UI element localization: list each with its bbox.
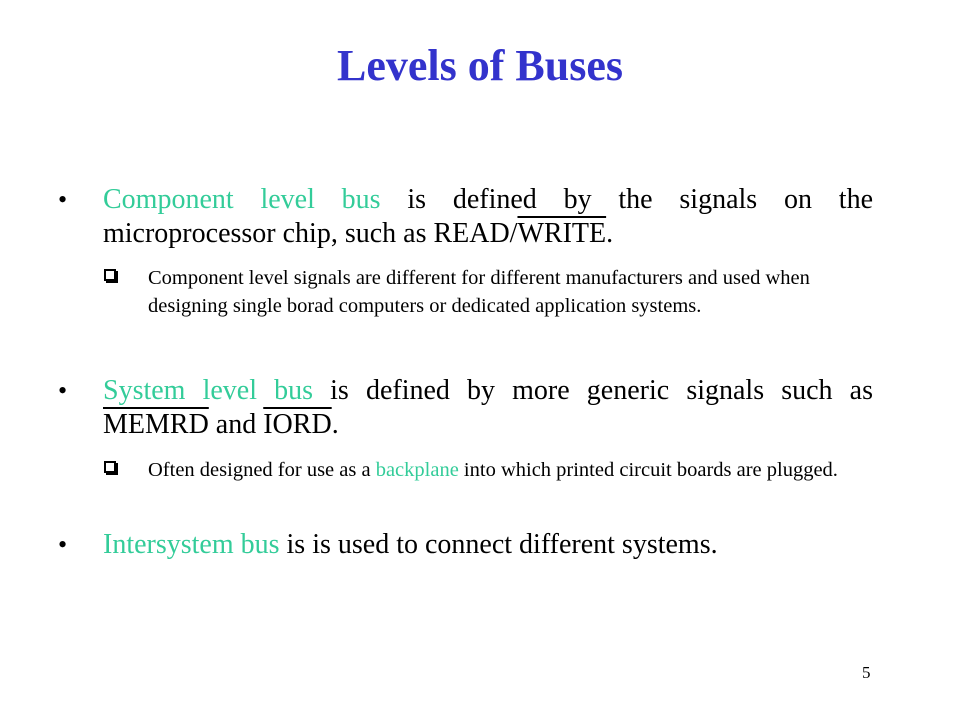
sub-bullet-text: Often designed for use as a <box>148 459 376 481</box>
bullet-dot-icon: • <box>58 530 68 559</box>
sub-bullet-component-signals: Component level signals are different fo… <box>104 264 893 320</box>
term-system-level-bus: System level bus <box>103 375 314 406</box>
bullet-text-end: . <box>331 409 339 440</box>
term-component-level-bus: Component level bus <box>103 184 381 215</box>
bullet-text: is defined by more generic signals such … <box>313 375 873 406</box>
sub-bullet-backplane: Often designed for use as a backplane in… <box>104 456 893 484</box>
term-intersystem-bus: Intersystem bus <box>103 529 280 560</box>
square-bullet-icon <box>104 269 116 281</box>
signal-iord: IORD <box>263 409 332 440</box>
bullet-component-level-bus: • Component level bus is defined by the … <box>58 183 873 251</box>
bullet-intersystem-bus: • Intersystem bus is is used to connect … <box>58 528 873 562</box>
bullet-text: is is used to connect different systems. <box>279 529 718 560</box>
bullet-dot-icon: • <box>58 376 68 405</box>
bullet-text: is defined by the signals on the micropr… <box>103 184 873 249</box>
page-number: 5 <box>862 663 871 682</box>
bullet-system-level-bus: • System level bus is defined by more ge… <box>58 374 873 442</box>
bullet-text-mid: and <box>208 409 264 440</box>
sub-bullet-text-end: into which printed circuit boards are pl… <box>458 459 838 481</box>
sub-bullet-text: Component level signals are different fo… <box>148 267 810 317</box>
term-backplane: backplane <box>375 459 459 481</box>
slide-title: Levels of Buses <box>337 41 623 90</box>
signal-write: WRITE <box>517 218 607 249</box>
bullet-text-end: . <box>606 218 614 249</box>
square-bullet-icon <box>104 461 116 473</box>
bullet-dot-icon: • <box>58 185 68 214</box>
signal-memrd: MEMRD <box>103 409 209 440</box>
